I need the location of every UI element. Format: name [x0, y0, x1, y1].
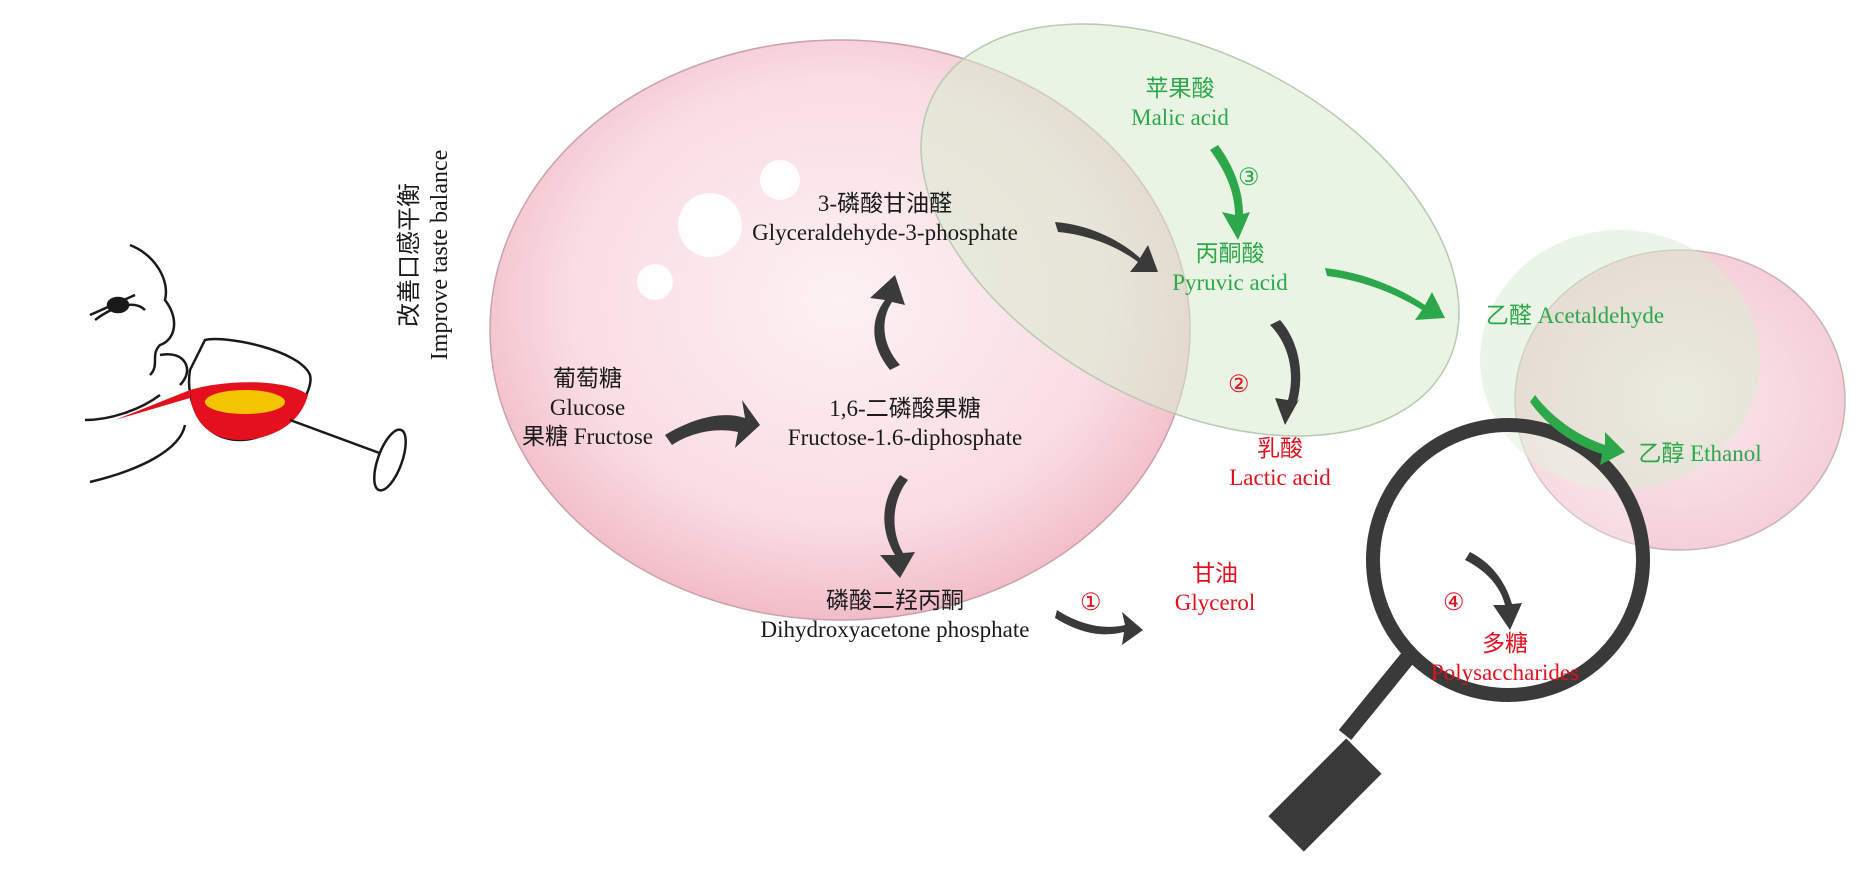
node-fructose-diphosphate: 1,6-二磷酸果糖 Fructose-1.6-diphosphate	[750, 395, 1060, 453]
node-fructose: 果糖 Fructose	[522, 423, 653, 449]
magnifying-glass-icon	[1268, 418, 1650, 852]
node-glycerol: 甘油 Glycerol	[1155, 560, 1275, 618]
node-dihydroxyacetone-zh: 磷酸二羟丙酮	[826, 588, 964, 613]
node-glucose-zh: 葡萄糖	[553, 366, 622, 391]
pathway-number-2: ②	[1228, 372, 1250, 398]
node-glycerol-en: Glycerol	[1174, 589, 1256, 615]
green-bubble	[920, 23, 1460, 437]
node-glucose: 葡萄糖 Glucose 果糖 Fructose	[500, 365, 675, 451]
wine-drinker-icon	[84, 243, 189, 484]
bubble-highlight	[760, 160, 800, 200]
arrow-fructose-to-dihydroxyacetone	[880, 475, 915, 578]
node-polysaccharides-zh: 多糖	[1482, 631, 1528, 656]
bubble-highlight	[678, 193, 742, 257]
node-lactic-en: Lactic acid	[1229, 464, 1331, 490]
node-acetaldehyde-text: 乙醛 Acetaldehyde	[1485, 303, 1665, 328]
node-glucose-en: Glucose	[549, 394, 626, 420]
node-glycerol-zh: 甘油	[1192, 561, 1238, 586]
node-lactic-zh: 乳酸	[1257, 436, 1303, 461]
node-fructose-diphosphate-en: Fructose-1.6-diphosphate	[787, 424, 1023, 450]
side-caption: 改善口感平衡 Improve taste balance	[395, 120, 455, 390]
node-pyruvic: 丙酮酸 Pyruvic acid	[1145, 240, 1315, 298]
node-polysaccharides-en: Polysaccharides	[1430, 659, 1580, 685]
node-malic-en: Malic acid	[1131, 104, 1229, 130]
node-glyceraldehyde: 3-磷酸甘油醛 Glyceraldehyde-3-phosphate	[715, 190, 1055, 248]
node-ethanol-text: 乙醇 Ethanol	[1638, 441, 1762, 466]
node-fructose-diphosphate-zh: 1,6-二磷酸果糖	[829, 396, 981, 421]
node-glyceraldehyde-en: Glyceraldehyde-3-phosphate	[752, 219, 1018, 245]
node-polysaccharides: 多糖 Polysaccharides	[1405, 630, 1605, 688]
node-glyceraldehyde-zh: 3-磷酸甘油醛	[817, 191, 953, 216]
arrow-glyceraldehyde-to-pyruvic	[1055, 222, 1158, 272]
node-ethanol: 乙醇 Ethanol	[1620, 440, 1780, 469]
arrow-glucose-to-fructose	[665, 400, 760, 448]
side-caption-zh: 改善口感平衡	[397, 183, 423, 327]
arrow-to-polysaccharides	[1465, 552, 1522, 630]
node-acetaldehyde: 乙醛 Acetaldehyde	[1455, 302, 1695, 331]
arrow-malic-to-pyruvic	[1210, 145, 1250, 240]
arrow-fructose-to-glyceraldehyde	[870, 275, 905, 370]
node-pyruvic-en: Pyruvic acid	[1172, 269, 1288, 295]
pathway-number-1: ①	[1080, 590, 1102, 616]
node-lactic: 乳酸 Lactic acid	[1200, 435, 1360, 493]
arrow-dihydroxyacetone-to-glycerol	[1055, 610, 1143, 645]
pathway-number-4: ④	[1443, 590, 1465, 616]
node-pyruvic-zh: 丙酮酸	[1195, 241, 1265, 266]
arrow-acetaldehyde-to-ethanol	[1530, 395, 1625, 465]
node-dihydroxyacetone: 磷酸二羟丙酮 Dihydroxyacetone phosphate	[720, 587, 1070, 645]
arrow-pyruvic-to-lactic	[1270, 320, 1301, 425]
node-malic: 苹果酸 Malic acid	[1100, 75, 1260, 133]
arrow-pyruvic-to-acetaldehyde	[1325, 268, 1445, 320]
bubble-highlight	[637, 264, 673, 300]
pathway-number-3: ③	[1238, 165, 1260, 191]
wine-glass-icon	[115, 337, 407, 492]
node-dihydroxyacetone-en: Dihydroxyacetone phosphate	[760, 616, 1030, 642]
side-caption-en: Improve taste balance	[427, 149, 453, 361]
node-malic-zh: 苹果酸	[1145, 76, 1215, 101]
